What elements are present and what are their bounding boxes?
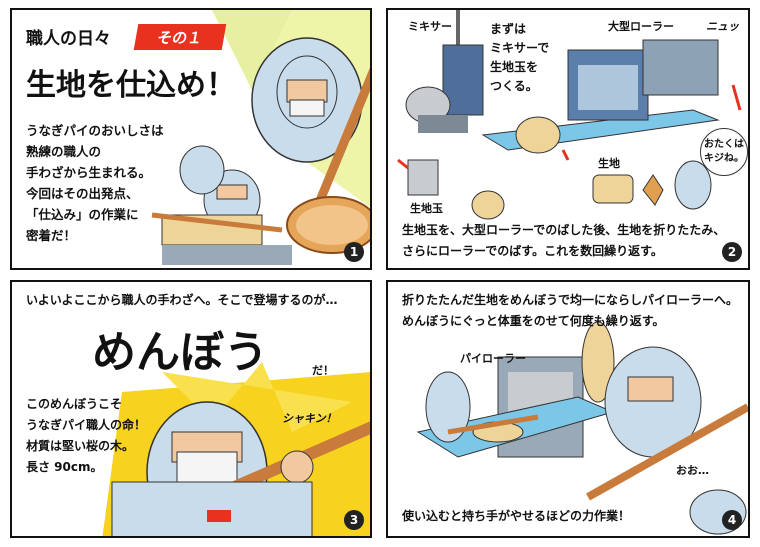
caption-line: 生地玉を (490, 60, 539, 74)
panel-3-illustration (102, 362, 370, 536)
panel-4-illustration (416, 321, 748, 535)
panel-3-intro: いよいよここから職人の手わざへ。そこで登場するのが… (26, 293, 338, 307)
panel-4-caption: 使い込むと持ち手がやせるほどの力作業！ (402, 509, 631, 523)
body-line: このめんぼうこそ (26, 397, 123, 411)
menbou-headline: めんぼう (92, 327, 268, 378)
panel-3-body: このめんぼうこそ うなぎパイ職人の命！ 材質は堅い桜の木。 長さ 90cm。 (26, 394, 146, 478)
body-line: 密着だ！ (26, 228, 77, 243)
intro-line: めんぼうにぐっと体重をのせて何度も繰り返す。 (402, 314, 665, 328)
panel-2-body: 生地玉を、大型ローラーでのばした後、生地を折りたたみ、 さらにローラーでのばす。… (402, 220, 725, 262)
panel-number: 2 (722, 242, 742, 262)
speech-bubble: おたくはキジね。 (700, 128, 748, 176)
caption-line: ミキサーで (490, 41, 550, 55)
bubble-line: キジね。 (704, 153, 744, 164)
bubble-line: おたくは (704, 139, 744, 150)
sfx-nyu: ニュッ (706, 20, 739, 33)
intro-line: 折りたたんだ生地をめんぼうで均一にならしパイローラーへ。 (402, 293, 739, 307)
series-title: 職人の日々 (26, 29, 111, 49)
panel-1-body: うなぎパイのおいしさは 熟練の職人の 手わざから生まれる。 今回はその出発点、 … (26, 120, 164, 246)
panel-number: 3 (344, 510, 364, 530)
panel-number: 1 (344, 242, 364, 262)
panel-4-intro: 折りたたんだ生地をめんぼうで均一にならしパイローラーへ。 めんぼうにぐっと体重を… (402, 290, 738, 332)
panel-2-illustration (397, 10, 742, 220)
body-line: 今回はその出発点、 (26, 186, 139, 201)
panel-1: 職人の日々 その１ 生地を仕込め！ うなぎパイのおいしさは 熟練の職人の 手わざ… (10, 8, 372, 270)
body-line: うなぎパイのおいしさは (26, 123, 164, 138)
panel-2: ミキサー 大型ローラー ニュッ まずは ミキサーで 生地玉を つくる。 生地玉 … (386, 8, 750, 270)
panel-1-illustration (151, 10, 370, 265)
caption-line: まずは (490, 22, 527, 36)
label-dough: 生地 (598, 157, 620, 170)
body-line: 「仕込み」の作業に (26, 207, 139, 222)
sfx-shakin: シャキン！ (282, 412, 337, 425)
body-line: 手わざから生まれる。 (26, 165, 152, 180)
panel-2-caption: まずは ミキサーで 生地玉を つくる。 (490, 20, 549, 96)
label-pie-roller: パイローラー (460, 352, 526, 365)
label-mixer: ミキサー (408, 20, 452, 33)
panel-number: 4 (722, 510, 742, 530)
sfx-oo: おお… (676, 464, 709, 477)
panel-1-headline: 生地を仕込め！ (26, 68, 236, 103)
body-line: 生地玉を、大型ローラーでのばした後、生地を折りたたみ、 (402, 223, 726, 237)
label-roller: 大型ローラー (608, 20, 674, 33)
body-line: 熟練の職人の (26, 144, 102, 159)
label-dough-ball: 生地玉 (410, 202, 443, 215)
caption-line: つくる。 (490, 79, 538, 93)
body-line: うなぎパイ職人の命！ (26, 418, 147, 432)
body-line: 長さ 90cm。 (26, 460, 103, 474)
body-line: さらにローラーでのばす。これを数回繰り返す。 (402, 244, 663, 258)
episode-tag: その１ (133, 24, 227, 50)
panel-4: 折りたたんだ生地をめんぼうで均一にならしパイローラーへ。 めんぼうにぐっと体重を… (386, 280, 750, 538)
body-line: 材質は堅い桜の木。 (26, 439, 135, 453)
headline-suffix: だ！ (312, 364, 334, 377)
panel-3: いよいよここから職人の手わざへ。そこで登場するのが… めんぼう だ！ シャキン！… (10, 280, 372, 538)
